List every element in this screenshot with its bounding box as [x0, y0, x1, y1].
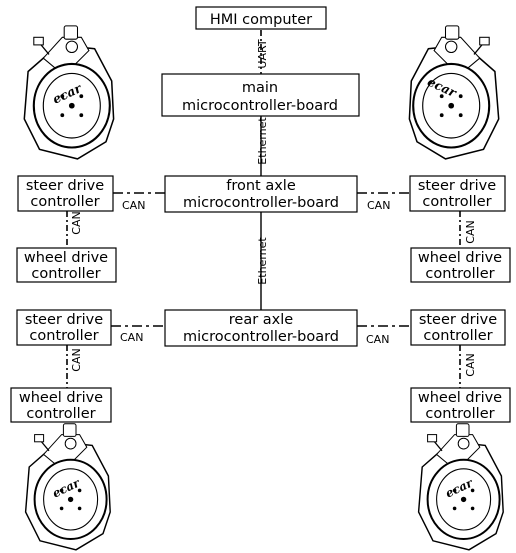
- steer-drive-front-left-line2: controller: [30, 194, 99, 210]
- can-label-front-right-wheel: CAN: [464, 220, 477, 243]
- can-label-rear-left: CAN: [120, 331, 143, 344]
- wheel-drive-rear-right-line2: controller: [425, 406, 494, 422]
- steer-drive-controller-rear-right: steer drive controller: [410, 309, 506, 346]
- wheel-drive-controller-rear-left: wheel drive controller: [10, 387, 112, 423]
- steer-drive-controller-rear-left: steer drive controller: [16, 309, 112, 346]
- rear-axle-board-box: rear axle microcontroller-board: [164, 309, 358, 347]
- wheel-drive-rear-left-line2: controller: [26, 406, 95, 422]
- rear-axle-board-label-line2: microcontroller-board: [183, 329, 339, 345]
- uart-label: UART: [256, 39, 269, 68]
- main-board-label-line2: microcontroller-board: [182, 98, 338, 114]
- steer-drive-front-right-line2: controller: [422, 194, 491, 210]
- steer-drive-rear-left-line1: steer drive: [25, 312, 103, 328]
- can-label-rear-right-wheel: CAN: [464, 353, 477, 376]
- wheel-drive-rear-right-line1: wheel drive: [418, 390, 502, 406]
- steer-drive-rear-right-line2: controller: [423, 328, 492, 344]
- main-board-label-line1: main: [242, 80, 278, 96]
- can-label-front-right: CAN: [367, 199, 390, 212]
- steer-drive-controller-front-left: steer drive controller: [17, 175, 114, 212]
- wheel-drive-front-left-line1: wheel drive: [24, 250, 108, 266]
- wheel-drive-controller-front-right: wheel drive controller: [410, 247, 511, 283]
- wheel-drive-front-right-line1: wheel drive: [418, 250, 502, 266]
- steer-drive-controller-front-right: steer drive controller: [409, 175, 506, 212]
- can-label-rear-left-wheel: CAN: [70, 348, 83, 371]
- ethernet-label-lower: Ethernet: [256, 237, 269, 285]
- wheel-drive-controller-front-left: wheel drive controller: [16, 247, 117, 283]
- hmi-computer-box: HMI computer: [195, 6, 327, 30]
- wheel-drive-rear-left-line1: wheel drive: [19, 390, 103, 406]
- wheel-drive-front-right-line2: controller: [425, 266, 494, 282]
- main-board-box: main microcontroller-board: [161, 73, 360, 117]
- wheel-module-front-right: ecar: [408, 24, 500, 160]
- wheel-module-front-left: ecar: [23, 24, 115, 160]
- steer-drive-front-right-line1: steer drive: [418, 178, 496, 194]
- can-label-front-left: CAN: [122, 199, 145, 212]
- steer-drive-rear-left-line2: controller: [29, 328, 98, 344]
- ethernet-label-upper: Ethernet: [256, 117, 269, 165]
- steer-drive-rear-right-line1: steer drive: [419, 312, 497, 328]
- front-axle-board-label-line1: front axle: [226, 178, 296, 194]
- wheel-drive-front-left-line2: controller: [31, 266, 100, 282]
- can-label-rear-right: CAN: [366, 333, 389, 346]
- front-axle-board-box: front axle microcontroller-board: [164, 175, 358, 213]
- hmi-computer-label: HMI computer: [210, 12, 312, 28]
- front-axle-board-label-line2: microcontroller-board: [183, 195, 339, 211]
- wheel-drive-controller-rear-right: wheel drive controller: [410, 387, 511, 423]
- steer-drive-front-left-line1: steer drive: [26, 178, 104, 194]
- can-label-front-left-wheel: CAN: [70, 211, 83, 234]
- rear-axle-board-label-line1: rear axle: [229, 312, 294, 328]
- wheel-module-rear-left: ecar: [24, 422, 112, 551]
- wheel-module-rear-right: ecar: [417, 422, 505, 551]
